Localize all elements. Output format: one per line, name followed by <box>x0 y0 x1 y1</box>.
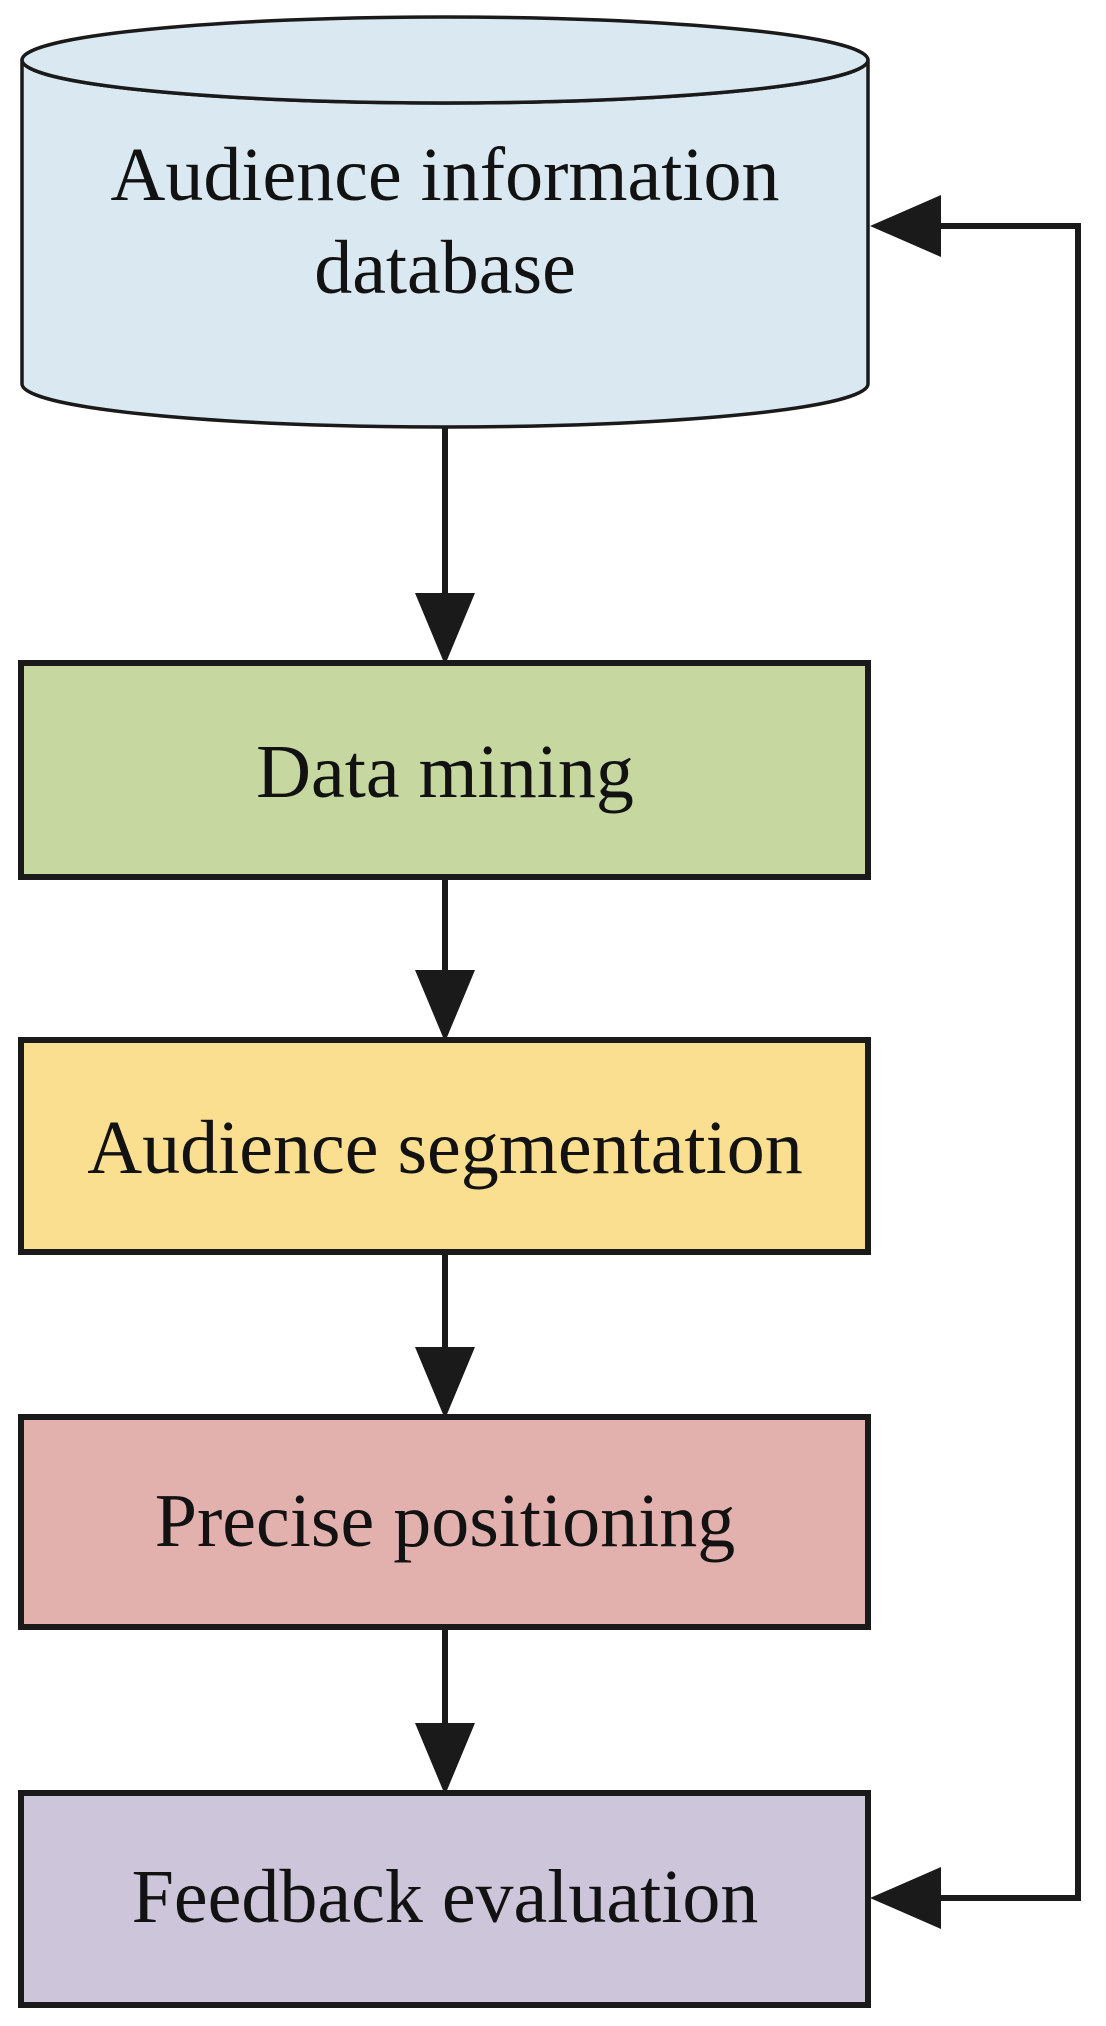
data-mining-label: Data mining <box>256 730 634 814</box>
precise-positioning-box <box>18 1414 871 1630</box>
feedback-rail-line <box>941 223 1081 1901</box>
connector-database-to-data-mining <box>415 427 475 665</box>
arrowhead-down <box>415 1347 475 1419</box>
connector-data-mining-to-segmentation <box>415 877 475 1042</box>
audience-segmentation-label: Audience segmentation <box>87 1106 802 1190</box>
connector-segmentation-to-positioning <box>415 1252 475 1419</box>
arrowhead-into-database <box>870 195 941 257</box>
arrowhead-down <box>415 970 475 1042</box>
node-precise-positioning: Precise positioning <box>18 1414 871 1630</box>
audience-segmentation-box <box>18 1037 871 1255</box>
node-data-mining: Data mining <box>18 660 871 880</box>
arrowhead-into-feedback-evaluation <box>870 1867 941 1929</box>
precise-positioning-label: Precise positioning <box>155 1479 736 1563</box>
feedback-loop <box>870 195 1081 1929</box>
connector-positioning-to-feedback <box>415 1627 475 1795</box>
database-cylinder-top <box>20 15 870 105</box>
database-label-line1: Audience information <box>110 133 779 217</box>
node-audience-database: Audience information database <box>20 15 870 429</box>
data-mining-box <box>18 660 871 880</box>
arrowhead-down <box>415 593 475 665</box>
node-audience-segmentation: Audience segmentation <box>18 1037 871 1255</box>
feedback-evaluation-box <box>18 1790 871 2008</box>
database-label-line2: database <box>314 226 576 310</box>
arrowhead-down <box>415 1723 475 1795</box>
feedback-evaluation-label: Feedback evaluation <box>132 1855 759 1939</box>
node-feedback-evaluation: Feedback evaluation <box>18 1790 871 2008</box>
